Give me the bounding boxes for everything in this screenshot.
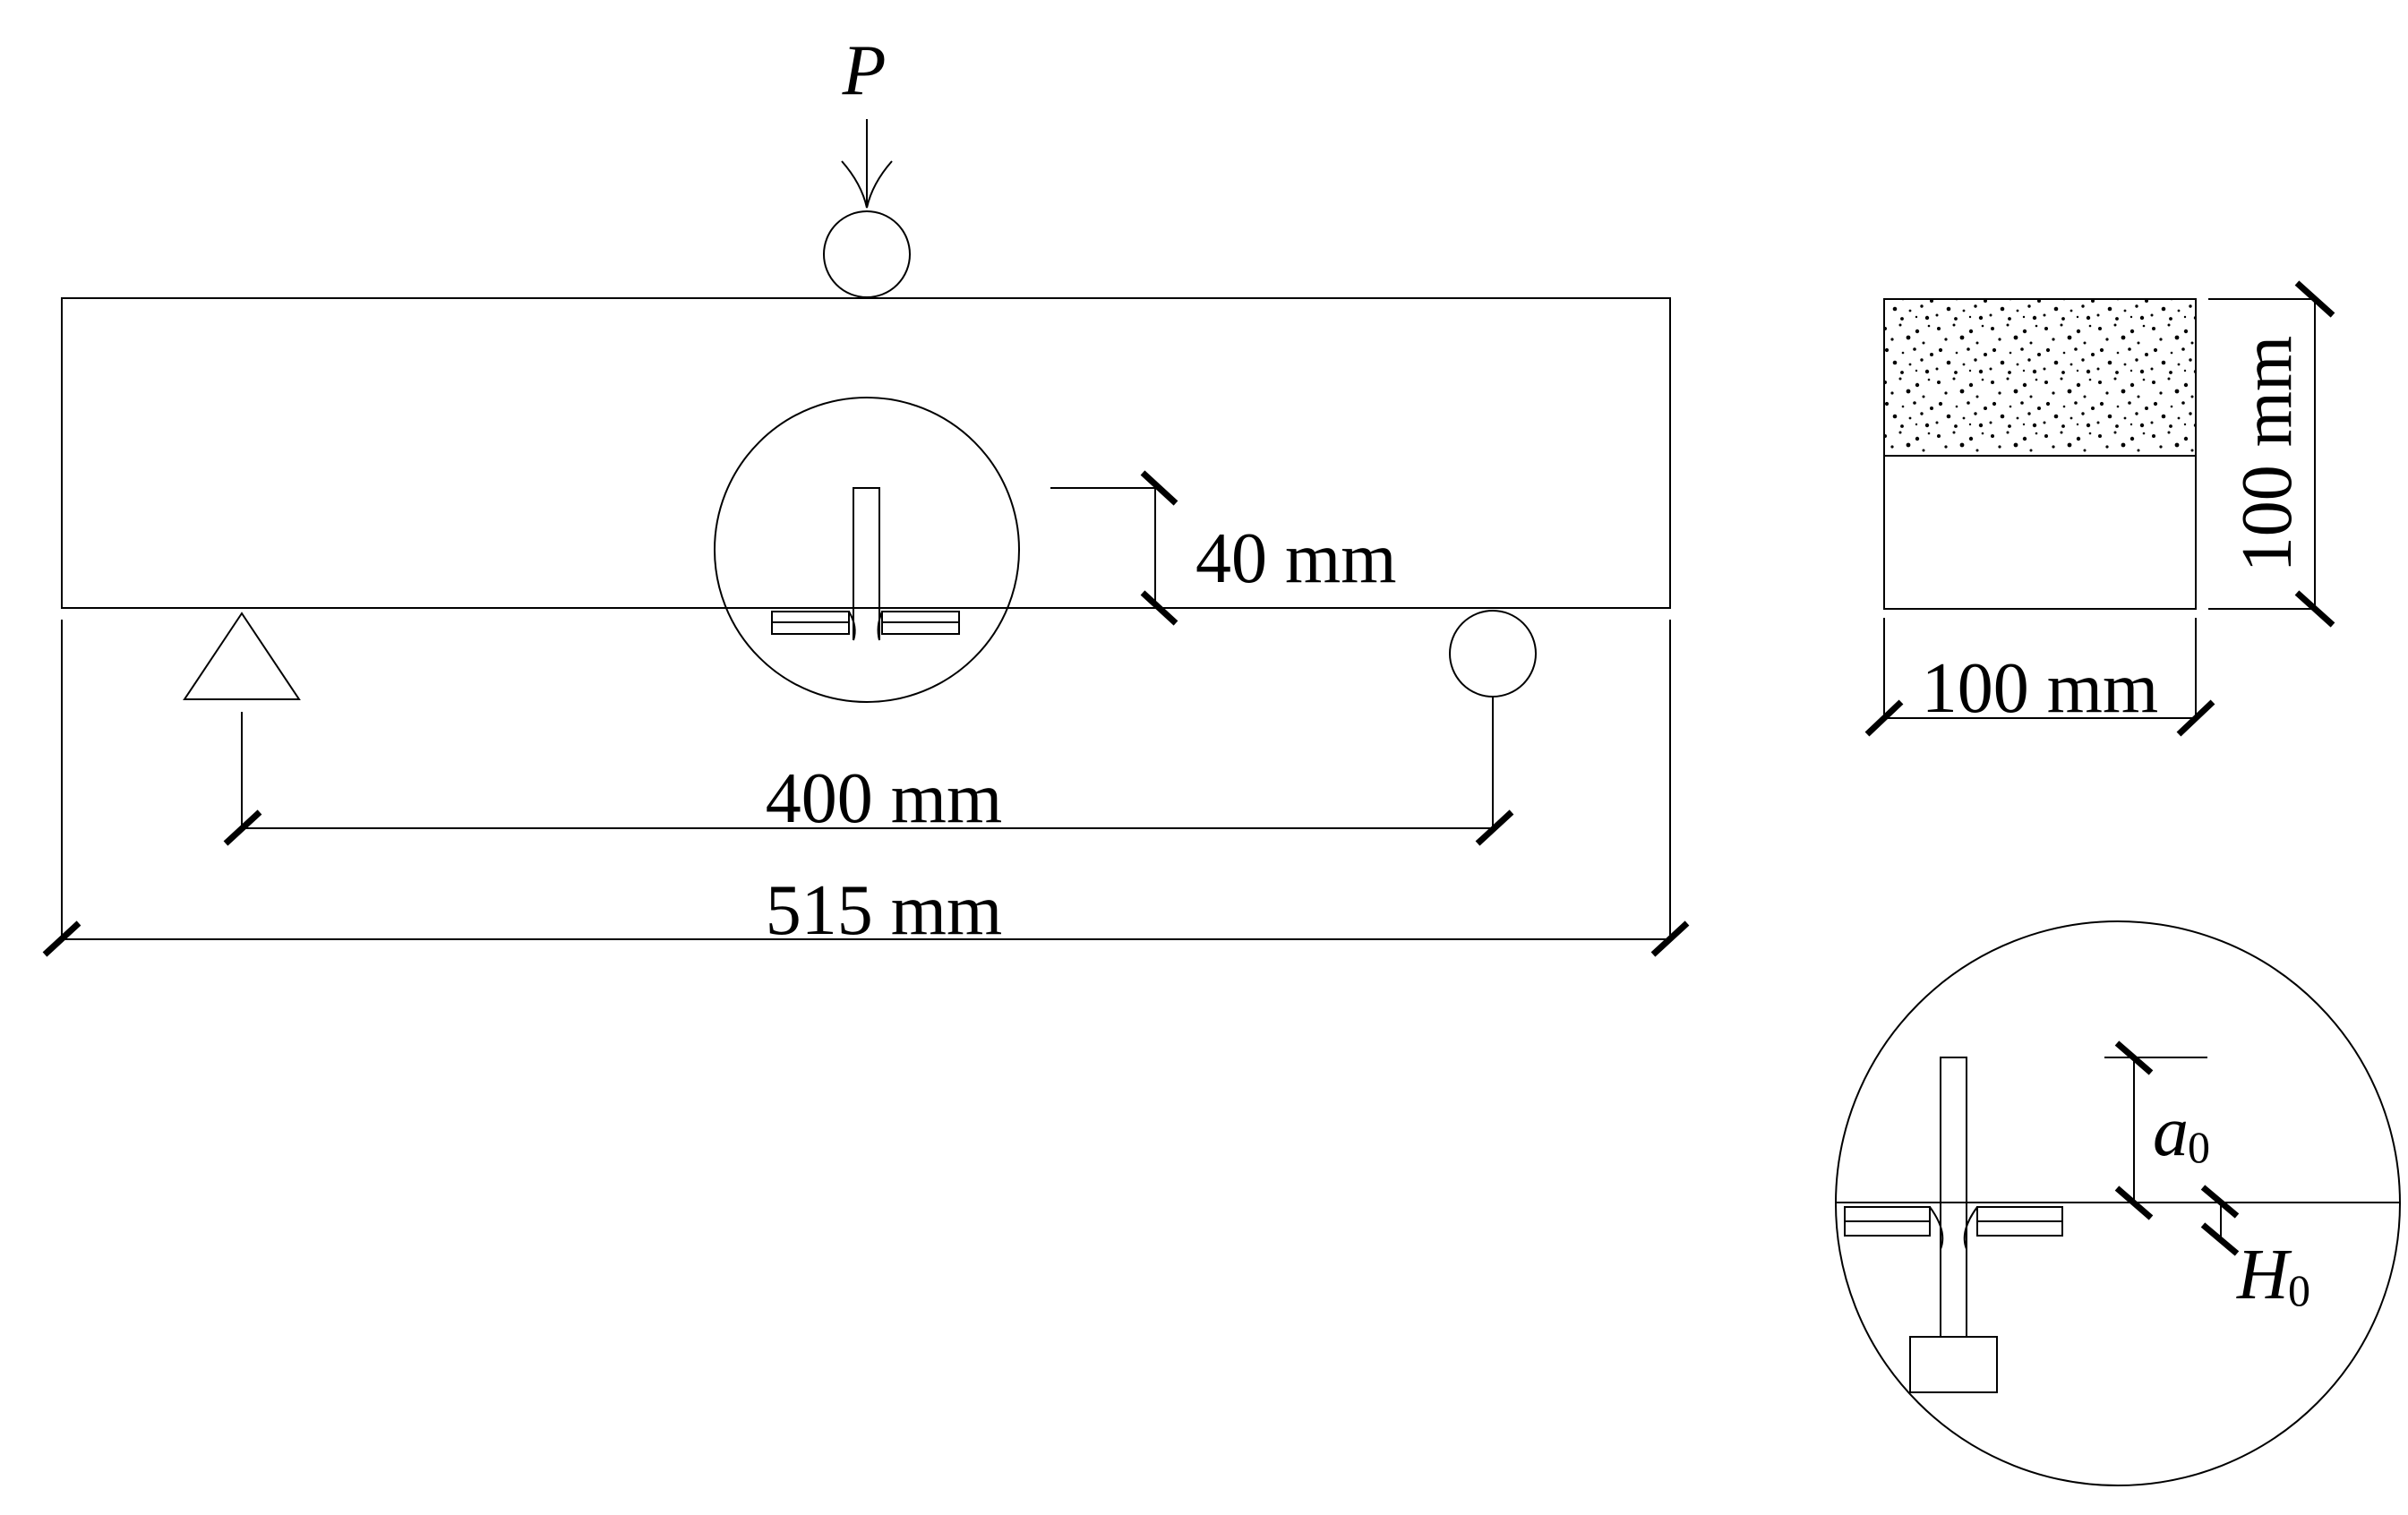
- section-height-dimension: [2208, 280, 2335, 628]
- section-width-dimension: [1864, 618, 2215, 737]
- section-outline: [1883, 298, 2197, 610]
- loading-roller: [823, 210, 911, 298]
- enlarged-notch-detail: [1835, 920, 2401, 1486]
- notch-depth-dimension: [2104, 1040, 2207, 1220]
- holder-height-dimension: [2200, 1185, 2240, 1256]
- crack-height-dimension: [1050, 470, 1178, 626]
- total-length-dimension: [42, 620, 1690, 957]
- notch-detail-callout: [714, 397, 1020, 703]
- notch-depth-subscript: 0: [2188, 1122, 2210, 1172]
- holder-height-subscript: 0: [2288, 1265, 2310, 1315]
- section-height-label: 100 mm: [2228, 336, 2307, 572]
- span-dimension: [223, 697, 1514, 846]
- crack-slot: [853, 487, 880, 609]
- detail-gauge-stem: [1940, 1202, 1967, 1338]
- total-length-label: 515 mm: [766, 871, 1002, 950]
- detail-gauge-block: [1909, 1336, 1998, 1393]
- load-label: P: [842, 31, 887, 110]
- load-arrow-head: [841, 160, 893, 209]
- detail-crack-slot: [1940, 1057, 1967, 1203]
- holder-height-label: H: [2236, 1236, 2292, 1314]
- span-label: 400 mm: [766, 759, 1002, 838]
- section-width-label: 100 mm: [1922, 649, 2158, 728]
- beam: [61, 297, 1671, 609]
- section-concrete-top: [1884, 299, 2196, 456]
- crack-height-label: 40 mm: [1195, 519, 1396, 598]
- pin-support: [183, 612, 301, 700]
- roller-support: [1449, 610, 1537, 698]
- notch-depth-label: a: [2153, 1092, 2189, 1171]
- cross-section: [1883, 298, 2197, 610]
